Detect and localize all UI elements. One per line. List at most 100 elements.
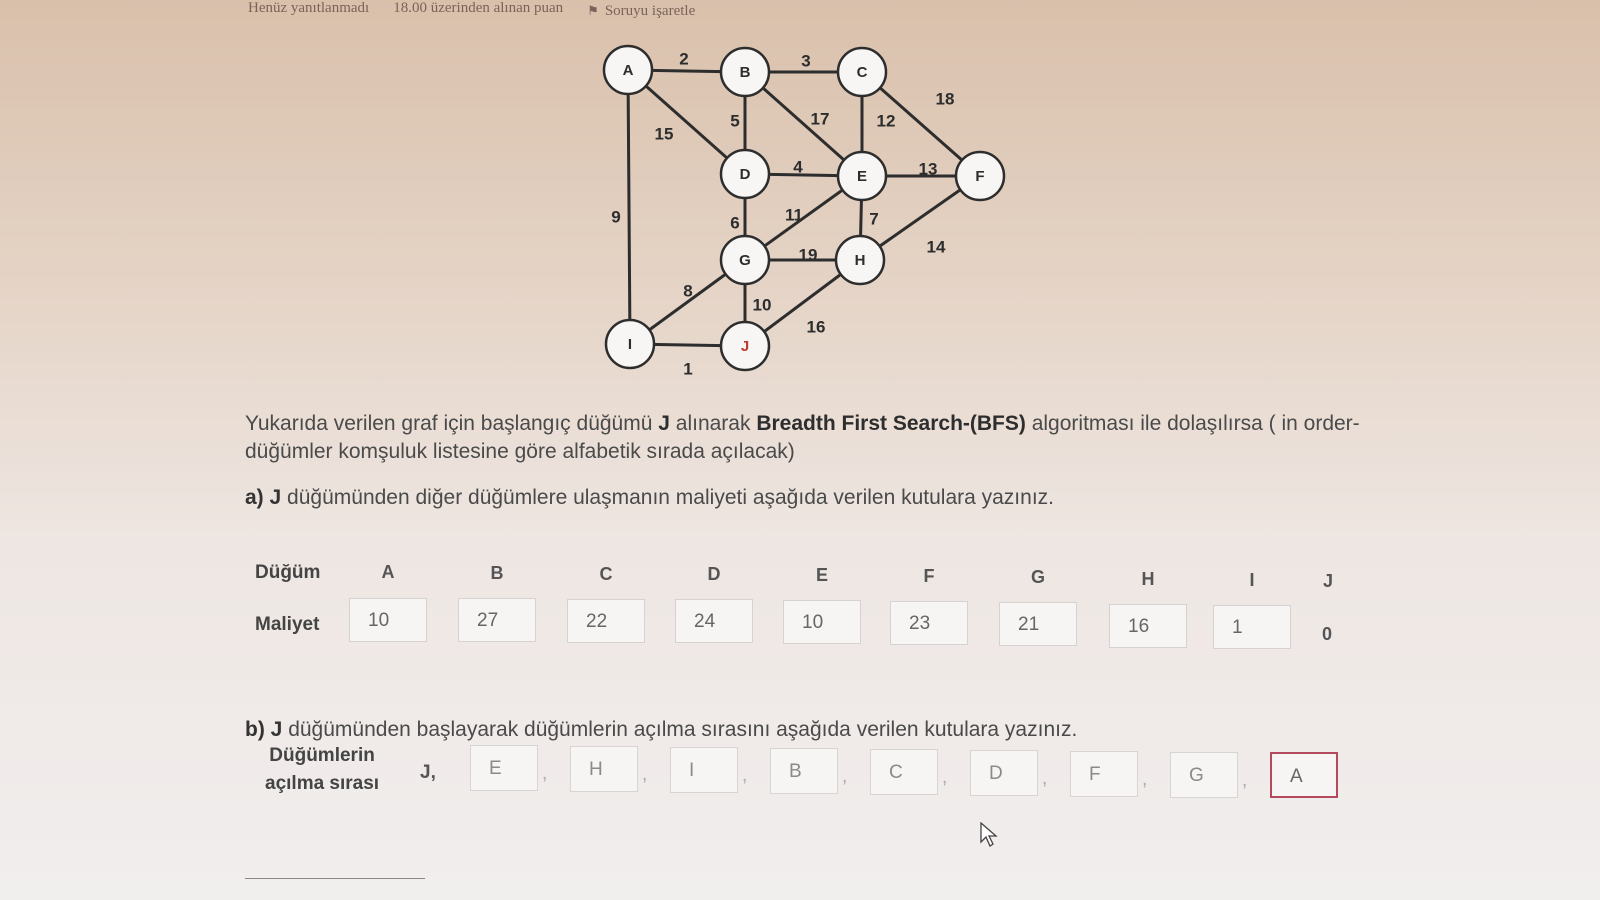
order-label-line2: açılma sırası (265, 773, 380, 794)
order-prefix: J, (420, 762, 436, 783)
edge-weight: 12 (877, 111, 896, 130)
edge-weight: 4 (793, 157, 803, 176)
order-input-5[interactable]: C (870, 749, 938, 795)
cost-header-a: A (381, 562, 395, 582)
flag-icon: ⚑ (587, 3, 599, 18)
order-separator: , (542, 763, 548, 784)
cost-input-a[interactable]: 10 (349, 598, 427, 642)
question-text-1: Yukarıda verilen graf için başlangıç düğ… (245, 412, 659, 435)
part-a-prompt: a) J düğümünden diğer düğümlere ulaşmanı… (245, 486, 1054, 510)
node-circle (602, 44, 654, 96)
edge-weight: 10 (753, 295, 772, 314)
part-b-prompt: b) J düğümünden başlayarak düğümlerin aç… (245, 718, 1077, 742)
part-a-text: düğümünden diğer düğümlere ulaşmanın mal… (281, 486, 1054, 509)
cost-input-b[interactable]: 27 (458, 598, 536, 642)
order-separator: , (742, 765, 748, 786)
order-input-8[interactable]: G (1170, 752, 1238, 798)
edge-c-f (861, 70, 981, 178)
order-separator: , (1142, 769, 1148, 790)
flag-question-link[interactable]: ⚑ Soruyu işaretle (587, 0, 695, 22)
divider (245, 878, 425, 879)
edge-weight: 15 (655, 124, 674, 143)
edge-weight: 2 (679, 49, 688, 68)
node-circle (836, 46, 888, 98)
cost-input-g[interactable]: 21 (999, 602, 1077, 646)
part-b-label: b) (245, 718, 265, 741)
order-separator: , (642, 764, 648, 785)
node-label: H (855, 252, 866, 269)
cost-input-i[interactable]: 1 (1213, 605, 1291, 649)
order-input-2[interactable]: H (570, 746, 638, 792)
cost-header-f: F (923, 566, 935, 586)
node-circle (719, 46, 771, 98)
order-separator: , (1042, 768, 1048, 789)
cost-row-label: Maliyet (255, 614, 320, 635)
node-label: G (739, 252, 751, 269)
part-a-label: a) (245, 486, 264, 509)
node-f: F (954, 150, 1006, 202)
cost-value-j: 0 (1322, 624, 1333, 644)
node-circle (719, 148, 771, 200)
edge-weight: 1 (683, 359, 692, 378)
cost-input-d[interactable]: 24 (675, 599, 753, 643)
question-text: Yukarıda verilen graf için başlangıç düğ… (245, 410, 1395, 466)
edge-a-i (626, 69, 632, 345)
node-i: I (604, 318, 656, 370)
edge-weight: 9 (611, 207, 620, 226)
node-label: E (857, 168, 867, 185)
order-input-7[interactable]: F (1070, 751, 1138, 797)
node-c: C (836, 46, 888, 98)
cost-input-f[interactable]: 23 (890, 601, 968, 645)
node-circle (719, 234, 771, 286)
node-label: J (741, 338, 749, 355)
cost-input-h[interactable]: 16 (1109, 604, 1187, 648)
question-status-bar: Henüz yanıtlanmadı 18.00 üzerinden alına… (248, 0, 695, 22)
cost-header-b: B (490, 563, 504, 583)
edge-weight: 3 (801, 51, 810, 70)
node-g: G (719, 234, 771, 286)
cost-header-h: H (1141, 569, 1155, 589)
cost-header-d: D (707, 564, 721, 584)
cost-header-c: C (599, 564, 613, 584)
node-d: D (719, 148, 771, 200)
question-text-3: algoritması ile dolaşılırsa ( in order-d… (245, 412, 1360, 463)
order-separator: , (1242, 770, 1248, 791)
order-input-4[interactable]: B (770, 748, 838, 794)
node-h: H (834, 234, 886, 286)
order-input-6[interactable]: D (970, 750, 1038, 796)
cost-header-e: E (815, 565, 828, 585)
edge-weight: 17 (811, 109, 830, 128)
algorithm-name: Breadth First Search-(BFS) (756, 412, 1026, 435)
order-separator: , (942, 767, 948, 788)
cost-input-c[interactable]: 22 (567, 599, 645, 643)
node-row-label: Düğüm (255, 562, 321, 583)
node-circle (836, 150, 888, 202)
cost-input-e[interactable]: 10 (783, 600, 861, 644)
node-label: I (628, 336, 632, 353)
order-label-line1: Düğümlerin (269, 745, 375, 766)
node-circle (954, 150, 1006, 202)
order-input-1[interactable]: E (470, 745, 538, 791)
node-label: D (740, 166, 751, 183)
points-label: 18.00 üzerinden alınan puan (393, 0, 564, 16)
node-label: F (975, 168, 984, 185)
edge-weight: 13 (919, 159, 938, 178)
edge-weight: 14 (927, 237, 946, 256)
edge-weight: 7 (869, 209, 878, 228)
cost-header-i: I (1249, 570, 1255, 590)
order-input-3[interactable]: I (670, 747, 738, 793)
node-label: C (857, 64, 868, 81)
part-b-text: düğümünden başlayarak düğümlerin açılma … (282, 718, 1078, 741)
node-label: B (740, 64, 751, 81)
node-circle (719, 320, 771, 372)
edge-weight: 16 (807, 317, 826, 336)
edge-weight: 11 (785, 205, 803, 224)
edge-weight: 8 (683, 281, 692, 300)
mouse-cursor-icon (980, 822, 998, 847)
node-circle (604, 318, 656, 370)
order-input-9[interactable]: A (1270, 752, 1338, 798)
node-a: A (602, 44, 654, 96)
order-label: Düğümlerin açılma sırası (265, 742, 379, 798)
